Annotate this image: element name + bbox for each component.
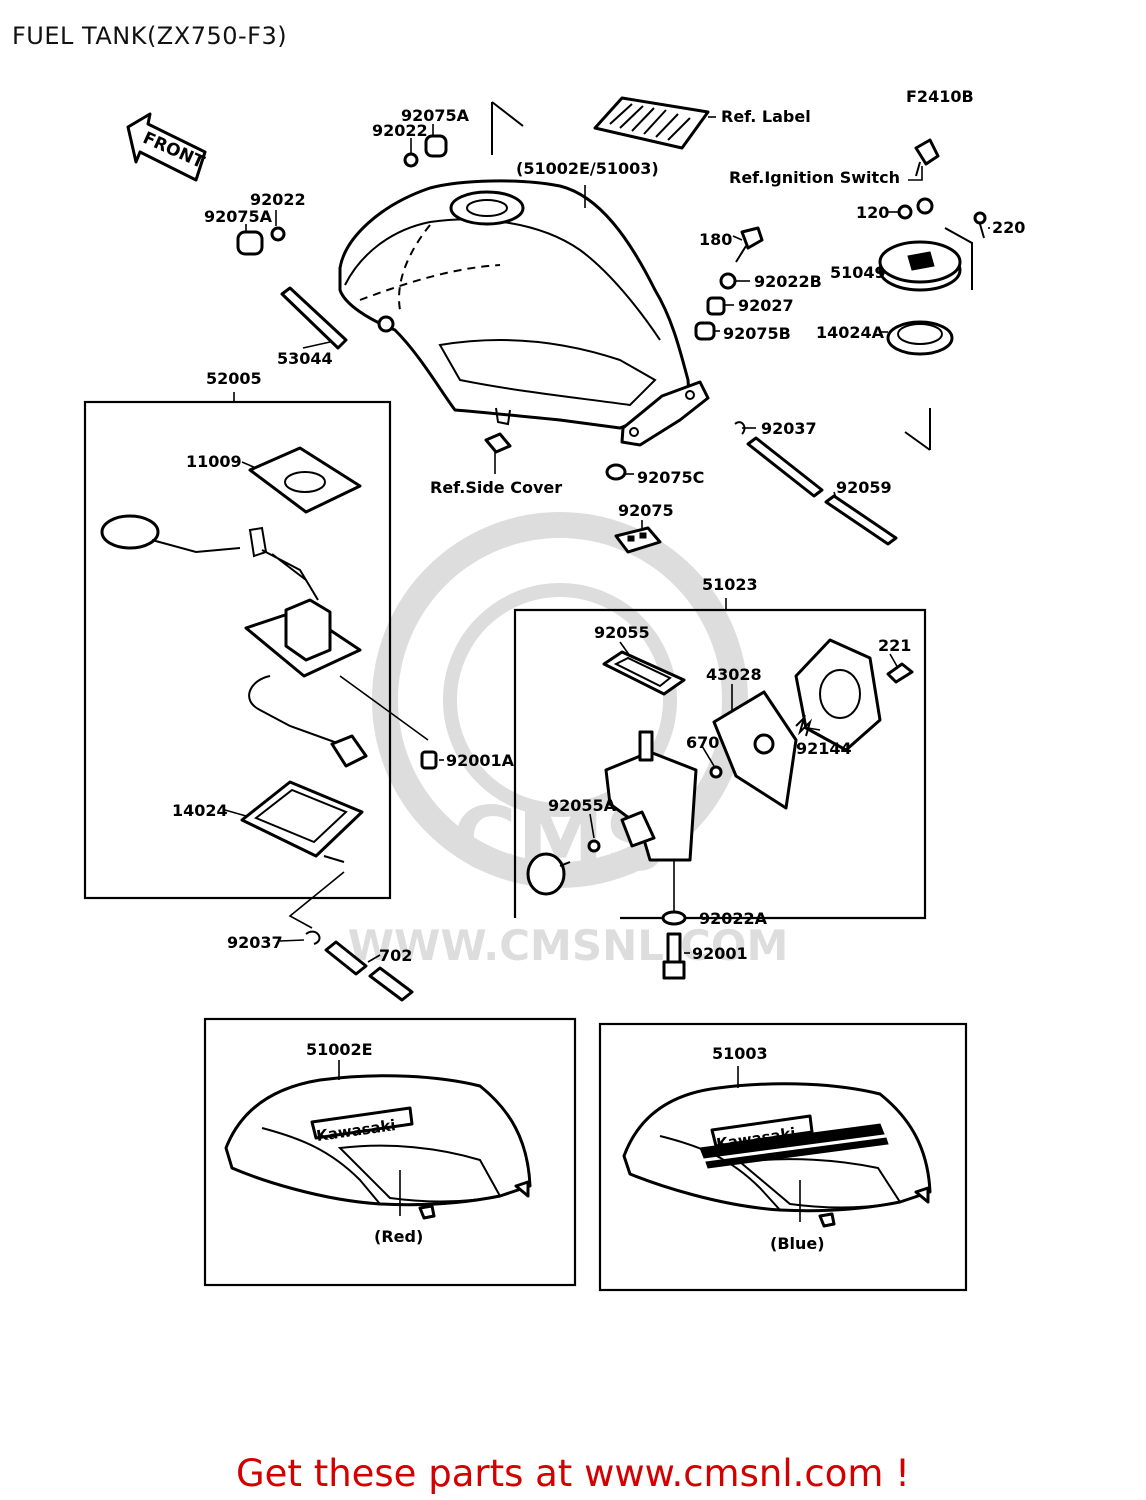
figure-code: F2410B — [906, 87, 974, 106]
label-51049: 51049 — [830, 263, 886, 282]
label-14024: 14024 — [172, 801, 228, 820]
part-220-screw — [973, 211, 987, 239]
label-52005: 52005 — [206, 369, 262, 388]
part-51049-cap — [878, 240, 962, 292]
label-92075B: 92075B — [723, 324, 791, 343]
label-ref-label: Ref. Label — [721, 107, 811, 126]
part-14024A-ring — [886, 320, 954, 356]
part-92022-left — [270, 226, 286, 242]
fuel-tank-blue-variant — [622, 1082, 932, 1228]
part-92022-top — [403, 152, 419, 168]
part-92059-hose — [746, 436, 898, 546]
label-ref-ignition-switch: Ref.Ignition Switch — [729, 168, 900, 187]
part-92075C — [605, 463, 627, 481]
variant-box-51002E — [203, 1017, 577, 1287]
variant-box-51003 — [598, 1022, 968, 1292]
label-92055A: 92055A — [548, 796, 617, 815]
part-92037-clip — [734, 421, 746, 435]
assembly-box-52005 — [83, 400, 392, 900]
part-92075B — [694, 321, 716, 341]
label-92022-left: 92022 — [250, 190, 306, 209]
fuel-tap-body — [604, 730, 698, 862]
leader-line — [338, 1060, 401, 1216]
part-92075A-left — [236, 230, 264, 256]
label-92001A: 92001A — [446, 751, 515, 770]
label-blue: (Blue) — [770, 1234, 825, 1253]
footer-link-text[interactable]: Get these parts at www.cmsnl.com ! — [235, 1452, 910, 1495]
label-220: 220 — [992, 218, 1025, 237]
part-221-screw — [886, 662, 914, 684]
front-arrow-icon: FRONT — [126, 112, 208, 182]
label-51003: 51003 — [712, 1044, 768, 1063]
label-92022A: 92022A — [699, 909, 768, 928]
label-43028: 43028 — [706, 665, 762, 684]
label-92075A: 92075A — [401, 106, 470, 125]
leader-line — [737, 1066, 801, 1222]
label-92055: 92055 — [594, 623, 650, 642]
part-92144-spring — [795, 714, 813, 737]
label-92001: 92001 — [692, 944, 748, 963]
corner-mark — [904, 408, 931, 451]
part-43028-diaphragm — [712, 690, 798, 810]
label-92037-left: 92037 — [227, 933, 283, 952]
label-120: 120 — [856, 203, 889, 222]
part-120-screw — [897, 204, 913, 220]
label-92075: 92075 — [618, 501, 674, 520]
part-53044-hose — [280, 286, 348, 350]
label-14024A: 14024A — [816, 323, 885, 342]
label-702: 702 — [379, 946, 412, 965]
ignition-key-icon — [914, 138, 940, 177]
part-180-bolt — [735, 226, 764, 263]
fuel-tank — [338, 179, 710, 447]
part-92055-gasket — [602, 650, 686, 696]
label-92022B: 92022B — [754, 272, 822, 291]
part-screw — [916, 197, 934, 215]
leader-lines — [224, 116, 990, 963]
ref-label-sticker — [593, 96, 710, 150]
part-92022B — [719, 272, 737, 290]
part-92075A-top — [424, 134, 448, 158]
assembly-box-51023 — [513, 608, 927, 920]
part-11009-gasket — [248, 446, 362, 514]
fuel-level-sender-float — [100, 514, 241, 554]
corner-mark — [491, 101, 524, 155]
label-92075A-left: 92075A — [204, 207, 273, 226]
part-92001-bolt — [662, 932, 686, 980]
corner-mark — [944, 227, 973, 290]
part-670-oring — [709, 765, 723, 779]
part-92055A-oring — [587, 839, 601, 853]
diagram-title: FUEL TANK(ZX750-F3) — [12, 22, 288, 50]
part-side-cover-grommet — [484, 432, 512, 454]
label-51023: 51023 — [702, 575, 758, 594]
label-92022: 92022 — [372, 121, 428, 140]
part-92037-clip-lower — [288, 871, 345, 945]
label-red: (Red) — [374, 1227, 423, 1246]
part-92001A-screw — [420, 750, 438, 770]
label-ref-side-cover: Ref.Side Cover — [430, 478, 562, 497]
leader-line — [339, 675, 429, 741]
label-92037-right: 92037 — [761, 419, 817, 438]
label-92075C: 92075C — [637, 468, 704, 487]
label-180: 180 — [699, 230, 732, 249]
fuel-tank-red-variant — [224, 1074, 532, 1220]
part-92075 — [614, 526, 662, 554]
label-53044: 53044 — [277, 349, 333, 368]
part-702-hose — [324, 940, 414, 1002]
label-670: 670 — [686, 733, 719, 752]
part-92027 — [706, 296, 726, 316]
label-92027: 92027 — [738, 296, 794, 315]
part-14024-cover — [240, 780, 364, 863]
fuel-tap-knob — [526, 852, 571, 896]
label-11009: 11009 — [186, 452, 242, 471]
part-92022A-washer — [661, 910, 687, 926]
label-92059: 92059 — [836, 478, 892, 497]
label-92144: 92144 — [796, 739, 852, 758]
label-51002E-51003: (51002E/51003) — [516, 159, 659, 178]
fuel-level-sender-unit — [244, 526, 368, 768]
svg-text:WWW.CMSNL.COM: WWW.CMSNL.COM — [348, 921, 789, 970]
label-221: 221 — [878, 636, 911, 655]
part-cover-plate — [794, 638, 882, 752]
label-51002E: 51002E — [306, 1040, 373, 1059]
